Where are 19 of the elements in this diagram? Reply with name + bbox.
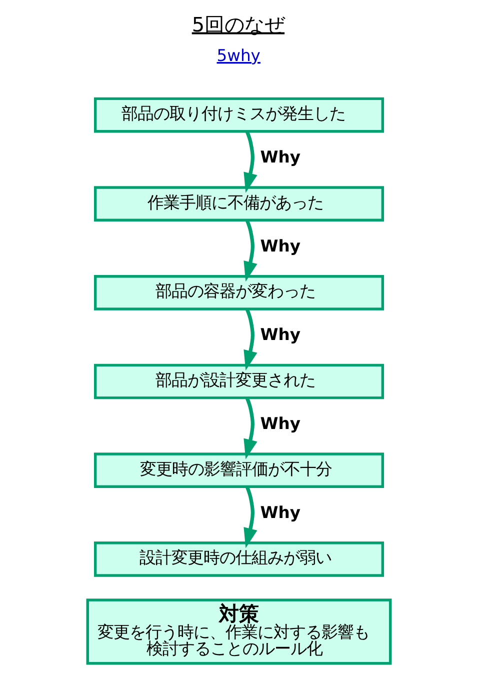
diagram-title: 5回のなぜ [192,12,285,36]
arrow [244,486,258,548]
edge-label: Why [260,325,301,344]
node-box: 対策 変更を行う時に、作業に対する影響も検討することのルール化 [86,598,392,665]
arrow [244,308,258,370]
node-box: 部品の容器が変わった [94,275,384,310]
node-box: 設計変更時の仕組みが弱い [94,542,384,577]
edge-label: Why [260,148,301,167]
arrow [244,397,258,460]
arrow [244,130,258,193]
edge-label: Why [260,236,301,256]
edge-label: Why [260,414,301,434]
arrow [244,220,258,282]
edge-label: Why [260,502,301,522]
node-box: 変更時の影響評価が不十分 [94,452,384,488]
node-box: 部品が設計変更された [94,364,384,400]
node-box: 部品の取り付けミスが発生した [94,97,384,133]
label: 5why [216,46,260,65]
node-box: 作業手順に不備があった [94,186,384,222]
